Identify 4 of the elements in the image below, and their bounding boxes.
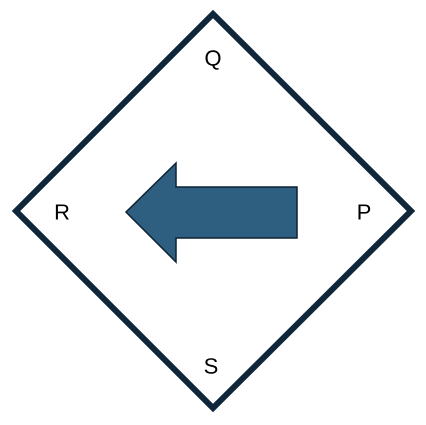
vertex-label: Q	[206, 50, 220, 70]
vertex-label: S	[204, 358, 218, 374]
vertex-label: P	[358, 204, 370, 220]
vertex-label: R	[56, 204, 69, 220]
